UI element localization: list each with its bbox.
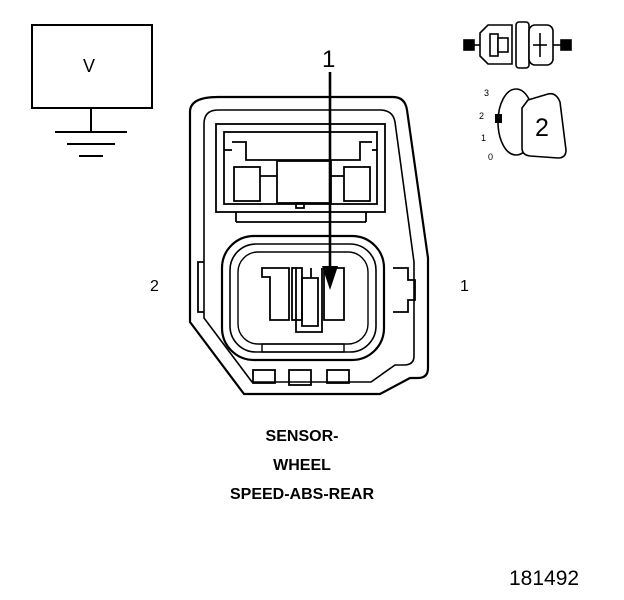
pin-callout-number: 1	[322, 46, 336, 73]
meter-symbol-label: V	[83, 56, 96, 76]
position-scale-3: 3	[484, 88, 490, 98]
connector-bottom-slots	[252, 369, 350, 386]
caption-line-3: SPEED-ABS-REAR	[229, 486, 374, 503]
inset-position-clip	[495, 88, 567, 159]
voltmeter-symbol	[31, 24, 153, 157]
terminal-cavity	[220, 234, 386, 362]
pin-callout-arrow	[322, 72, 338, 290]
position-scale-2: 2	[479, 111, 485, 121]
connector-latch	[215, 123, 386, 223]
pin-label-left: 2	[150, 278, 159, 295]
terminal-pins	[261, 267, 345, 333]
connector-side-lugs	[197, 261, 416, 313]
inset-plug-side-view	[463, 21, 572, 69]
pin-label-right: 1	[460, 278, 469, 295]
caption-line-1: SENSOR-	[265, 428, 339, 445]
figure-id: 181492	[509, 567, 580, 590]
position-scale-0: 0	[488, 152, 494, 162]
position-scale-1: 1	[481, 133, 487, 143]
caption-line-2: WHEEL	[273, 457, 331, 474]
position-badge: 2	[535, 114, 549, 142]
connector-housing	[188, 95, 430, 396]
